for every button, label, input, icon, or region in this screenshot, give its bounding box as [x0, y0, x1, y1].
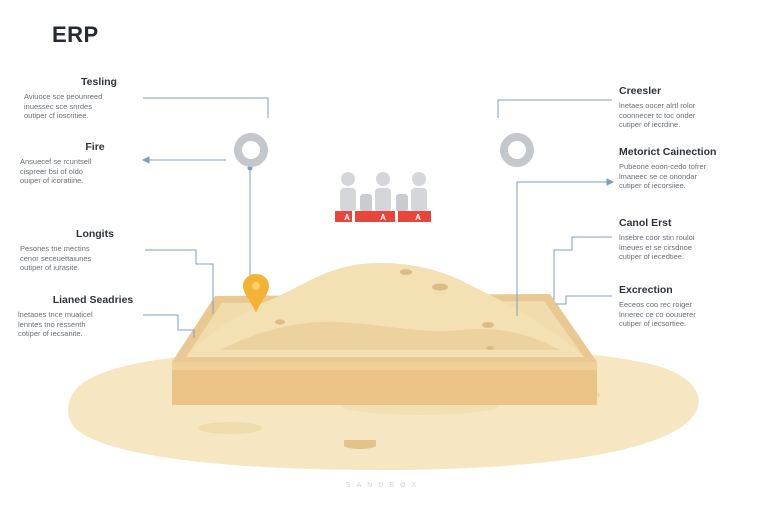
label-line: cutiper of iecrdine. [619, 120, 681, 129]
sand-crater [482, 322, 494, 328]
label-heading: Tesling [81, 76, 117, 88]
label-line: lmaneec se ce onondar [619, 171, 697, 181]
label-line: cutiper of iecorsiiee. [619, 181, 686, 190]
label-canol-erst: Canol Erst lnsebre coor stin rouloi lmeu… [619, 217, 739, 262]
label-heading: Fire [85, 141, 105, 153]
person-icon [396, 194, 408, 212]
person-icon [360, 194, 372, 212]
label-text: Eeceos coo rec roiger lnnerec ce co oouu… [619, 300, 739, 329]
connector-line [143, 314, 195, 338]
connector-line [145, 249, 214, 314]
label-line: cotiper of iecsanite. [18, 329, 83, 338]
box-front-top [172, 362, 597, 370]
label-tesling: Tesling Aviuoce sce peounreed inuessec s… [24, 76, 174, 121]
sand-crater [432, 283, 448, 291]
banner-notch [395, 211, 398, 222]
right-connectors [141, 99, 615, 316]
label-line: cutiper of iecsortiee. [619, 319, 687, 328]
ring-icon [500, 133, 534, 167]
label-heading: Excrection [619, 284, 673, 296]
connector-line [556, 295, 612, 305]
label-line: outiper cf ioscritiee. [24, 111, 89, 120]
left-connectors [143, 97, 269, 338]
label-line: ouiper of icoratiine. [20, 176, 84, 185]
sand-crater [486, 346, 494, 350]
connector-line [553, 236, 612, 300]
person-icon [340, 188, 356, 212]
label-lianed-seadries: Lianed Seadries lnetaoes tnce muaticel l… [18, 294, 168, 339]
page-title: ERP [52, 22, 99, 47]
ground-spot [198, 422, 262, 434]
label-heading: Longits [76, 228, 114, 240]
label-excrection: Excrection Eeceos coo rec roiger lnnerec… [619, 284, 739, 329]
label-line: lmeues et se cirsdnoe [619, 242, 692, 252]
connector-line [497, 99, 612, 118]
person-icon [411, 188, 427, 212]
banner-glyph: A [380, 213, 386, 222]
sand-crater [400, 269, 412, 275]
arrow-icon [606, 178, 615, 186]
label-line: coonnecer tc toc onder [619, 110, 696, 120]
label-heading: Creesler [619, 85, 662, 97]
person-icon [376, 172, 390, 186]
label-line: cispreer bsi of oldo [20, 166, 83, 176]
label-line: lnetaoes tnce muaticel [18, 310, 93, 319]
label-line: Pubeone eoon-cedo tofrer [619, 162, 707, 171]
label-text: lnsebre coor stin rouloi lmeues et se ci… [619, 233, 739, 262]
ring-icon [234, 133, 268, 167]
red-banner [335, 211, 431, 222]
arrow-icon [141, 156, 150, 164]
label-line: lnsebre coor stin rouloi [619, 233, 695, 242]
label-line: Aviuoce sce peounreed [24, 92, 103, 101]
footer-caption: SANDBOX [345, 482, 423, 489]
label-fire: Fire Ansuecef se rcuntsell cispreer bsi … [20, 141, 170, 186]
sand-shade [220, 321, 560, 350]
box-front [172, 362, 597, 405]
label-line: cenor seceuettaiunes [20, 253, 92, 263]
label-text: lnetaoes tnce muaticel lenntes tno resse… [18, 310, 168, 339]
connector-line [143, 97, 269, 118]
label-heading: Lianed Seadries [52, 294, 134, 306]
label-heading: Canol Erst [619, 217, 672, 229]
label-longits: Longits Pesones tne mectins cenor seceue… [20, 228, 170, 273]
label-line: lenntes tno ressenth [18, 319, 86, 329]
label-metorict-cainection: Metorict Cainection Pubeone eoon-cedo to… [619, 146, 739, 191]
person-icon [341, 172, 355, 186]
label-text: Aviuoce sce peounreed inuessec sce snrde… [24, 92, 174, 121]
label-line: outiper of iurasite. [20, 263, 80, 272]
banner-glyph: A [344, 213, 350, 222]
label-text: Pesones tne mectins cenor seceuettaiunes… [20, 244, 170, 273]
label-line: Pesones tne mectins [20, 244, 90, 253]
location-pin-dot [252, 282, 260, 290]
label-line: Eeceos coo rec roiger [619, 300, 692, 309]
label-line: lnnerec ce co oouuerer [619, 309, 696, 319]
banner-glyph: A [415, 213, 421, 222]
label-text: lnetaes oocer alrtl rolor coonnecer tc t… [619, 101, 739, 130]
label-heading: Metorict Cainection [619, 146, 717, 158]
label-line: lnetaes oocer alrtl rolor [619, 101, 696, 110]
label-line: Ansuecef se rcuntsell [20, 157, 92, 166]
sand-crater [275, 319, 285, 325]
connector-line [516, 181, 612, 316]
label-text: Ansuecef se rcuntsell cispreer bsi of ol… [20, 157, 170, 186]
label-line: cutiper of iecedtiee. [619, 252, 685, 261]
banner-notch [352, 211, 355, 222]
people-group [340, 172, 427, 212]
label-creesler: Creesler lnetaes oocer alrtl rolor coonn… [619, 85, 739, 130]
person-icon [375, 188, 391, 212]
label-line: inuessec sce snrdes [24, 101, 92, 111]
label-text: Pubeone eoon-cedo tofrer lmaneec se ce o… [619, 162, 739, 191]
sand-bump [344, 440, 376, 449]
location-pin-icon [243, 274, 269, 313]
person-icon [412, 172, 426, 186]
